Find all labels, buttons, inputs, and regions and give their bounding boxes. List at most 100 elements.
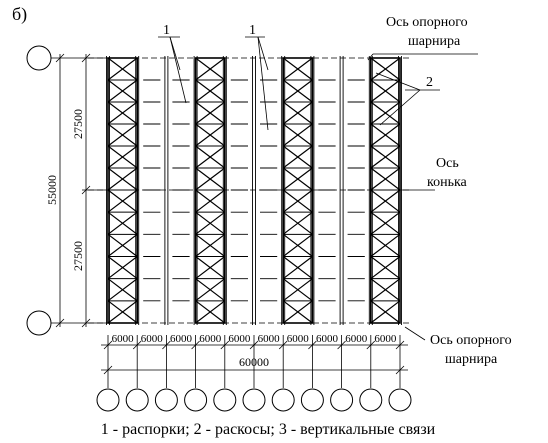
axis-bubble-7 [271,388,295,412]
diagonal-brace [282,123,313,147]
diagonal-brace [370,79,401,103]
diagonal-brace [107,256,138,280]
bottom-axis-bubbles [96,388,412,412]
axis-bubble-2 [125,388,149,412]
bay-tick [308,340,317,350]
diagonal-brace [195,256,226,280]
axis-bubble-3 [154,388,178,412]
diagonal-brace [282,189,313,213]
diagonal-brace [195,57,226,81]
diagonal-brace [370,300,401,324]
diagonal-brace [195,211,226,235]
axis-bubble-1 [96,388,120,412]
callout-1-left: 1 [163,23,170,38]
bay-dimension-ticks [103,335,405,388]
diagonal-brace [107,145,138,169]
bay-tick [366,340,376,350]
bay-dimension-2: 6000 [141,333,164,345]
dimension-total-horizontal: 60000 [239,355,269,369]
bay-dimension-3: 6000 [170,333,193,345]
diagonal-brace [195,79,226,103]
bottom-axis-label-line2: шарнира [445,352,498,367]
bay-tick [337,340,346,350]
diagonal-brace [195,233,226,257]
diagonal-brace [370,101,401,125]
axis-bubble-5 [213,388,237,412]
diagonal-brace [282,79,313,103]
diagonal-brace [107,233,138,257]
diagonal-brace [282,256,313,280]
callout-2-leaders [375,72,440,126]
diagonal-brace [107,101,138,125]
diagonal-brace [282,101,313,125]
bay-dimension-5: 6000 [228,333,251,345]
callout-1-leaders [158,36,269,131]
diagonal-brace [195,189,226,213]
axis-bubble-11 [388,388,412,412]
diagonal-brace [370,123,401,147]
dimension-total-vertical: 55000 [45,175,59,205]
diagonal-brace [282,278,313,302]
bay-dimension-1: 6000 [112,333,135,345]
diagonal-brace [282,167,313,191]
bay-tick [395,340,405,350]
diagonal-brace [282,233,313,257]
bay-tick [162,340,171,350]
diagonal-brace [107,278,138,302]
diagonal-brace [370,189,401,213]
diagonal-brace [195,300,226,324]
bay-tick [278,340,288,350]
diagonal-brace [370,145,401,169]
legend: 1 - распорки; 2 - раскосы; 3 - вертикаль… [101,421,436,438]
diagonal-brace [370,167,401,191]
bay-tick [103,340,113,350]
diagonal-brace [370,256,401,280]
bay-tick [191,340,200,350]
diagonal-brace [107,300,138,324]
diagonal-brace [195,123,226,147]
top-axis-label-line2: шарнира [408,34,461,49]
diagonal-brace [107,167,138,191]
diagonal-brace [107,79,138,103]
left-axis-bubble-bottom [26,310,52,336]
bay-dimension-9: 6000 [345,333,368,345]
diagonal-brace [370,233,401,257]
diagonal-brace [195,145,226,169]
bay-dimension-10: 6000 [374,333,397,345]
diagonal-brace [107,123,138,147]
axis-annotation-leaders [367,53,478,341]
dimension-half-bottom: 27500 [71,241,85,271]
left-axis-bubble-top [26,45,52,71]
axis-bubble-8 [300,388,324,412]
callout-1-right: 1 [249,23,256,38]
callout-2: 2 [426,75,433,90]
ridge-axis-label-line1: Ось [436,156,459,171]
diagonal-brace [195,278,226,302]
diagonal-brace [282,211,313,235]
bay-dimension-4: 6000 [199,333,222,345]
axis-bubble-4 [184,388,208,412]
bay-tick [132,340,142,350]
vertical-dimension-lines [51,53,108,328]
axis-bubble-10 [359,388,383,412]
bracing-grid [88,56,412,325]
dimension-half-top: 27500 [71,109,85,139]
diagonal-brace [370,278,401,302]
bay-dimension-8: 6000 [316,333,339,345]
bottom-axis-label-line1: Ось опорного [430,333,512,348]
diagonal-brace [195,167,226,191]
total-tick-left [103,365,113,375]
axis-bubble-9 [330,388,354,412]
diagonal-brace [107,211,138,235]
diagonal-brace [282,57,313,81]
bay-tick [249,340,259,350]
diagonal-brace [195,101,226,125]
diagonal-brace [282,300,313,324]
bay-tick [220,340,230,350]
ridge-axis-label-line2: конька [427,175,468,190]
diagonal-brace [282,145,313,169]
diagonal-brace [107,57,138,81]
bay-dimension-7: 6000 [287,333,310,345]
